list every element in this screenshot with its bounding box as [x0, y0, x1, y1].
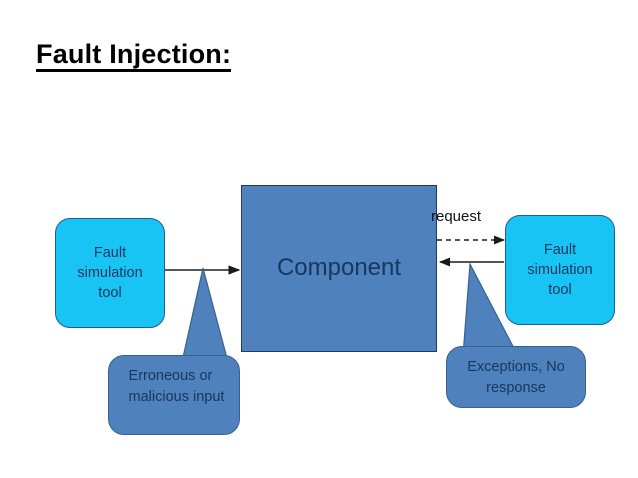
edge-label-request: request	[431, 208, 482, 225]
callout-exceptions-label: Exceptions, No response	[467, 359, 565, 396]
component-label: Component	[276, 254, 402, 282]
fault-simulation-tool-right[interactable]: Fault simulation tool	[505, 215, 615, 325]
callout-erroneous-input-label: Erroneous or malicious input	[128, 368, 225, 405]
fault-simulation-tool-left[interactable]: Fault simulation tool	[55, 218, 165, 328]
callout-erroneous-input[interactable]: Erroneous or malicious input	[108, 355, 240, 435]
component-box[interactable]: Component	[241, 185, 437, 352]
fault-simulation-tool-left-label: Fault simulation tool	[77, 245, 143, 301]
fault-simulation-tool-right-label: Fault simulation tool	[527, 242, 593, 298]
page-title: Fault Injection:	[36, 40, 232, 73]
callout-exceptions[interactable]: Exceptions, No response	[446, 346, 586, 408]
